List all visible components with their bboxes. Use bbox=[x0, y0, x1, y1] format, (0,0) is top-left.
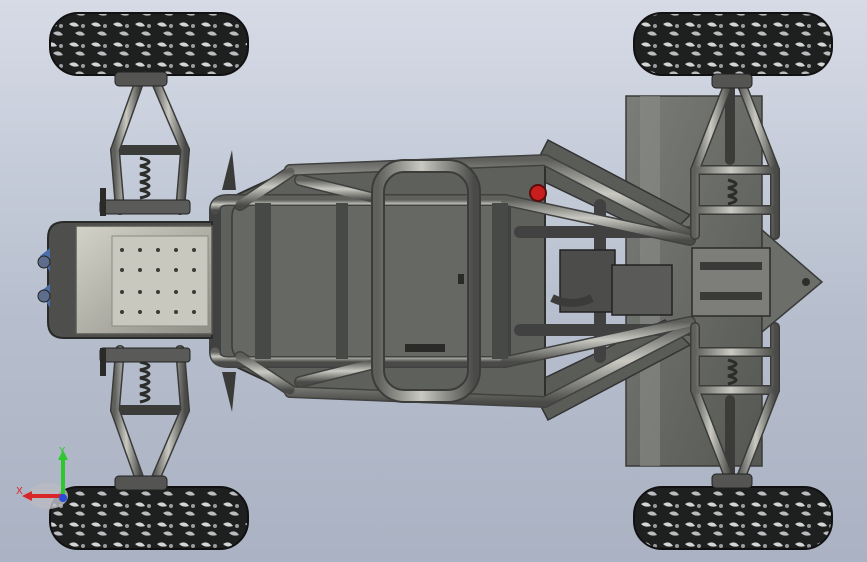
rear-suspension-right[interactable] bbox=[690, 322, 780, 489]
coil-spring-front-left bbox=[139, 156, 151, 200]
front-suspension-left[interactable] bbox=[99, 71, 191, 215]
tire-front-right[interactable] bbox=[49, 486, 249, 550]
axis-triad: Y X bbox=[16, 446, 68, 509]
roll-hoop[interactable] bbox=[371, 159, 481, 403]
triad-y-label: Y bbox=[58, 446, 66, 457]
coil-spring-rear-left bbox=[727, 178, 738, 206]
red-indicator bbox=[529, 184, 547, 202]
tire-front-left[interactable] bbox=[49, 12, 249, 76]
tire-rear-right[interactable] bbox=[633, 486, 833, 550]
coil-spring-front-right bbox=[139, 360, 151, 404]
tire-rear-left[interactable] bbox=[633, 12, 833, 76]
triad-x-label: X bbox=[16, 486, 23, 497]
seat-straps bbox=[255, 203, 508, 359]
engine-block[interactable] bbox=[550, 247, 771, 317]
hardware-bolts bbox=[100, 188, 464, 376]
triad-z-axis bbox=[59, 494, 67, 502]
rear-suspension-left[interactable] bbox=[690, 73, 780, 240]
coil-spring-rear-right bbox=[727, 358, 738, 386]
front-bumper-plate[interactable] bbox=[37, 221, 213, 339]
mirror-left bbox=[222, 150, 236, 190]
front-suspension-right[interactable] bbox=[99, 345, 191, 491]
mirror-right bbox=[222, 372, 236, 412]
